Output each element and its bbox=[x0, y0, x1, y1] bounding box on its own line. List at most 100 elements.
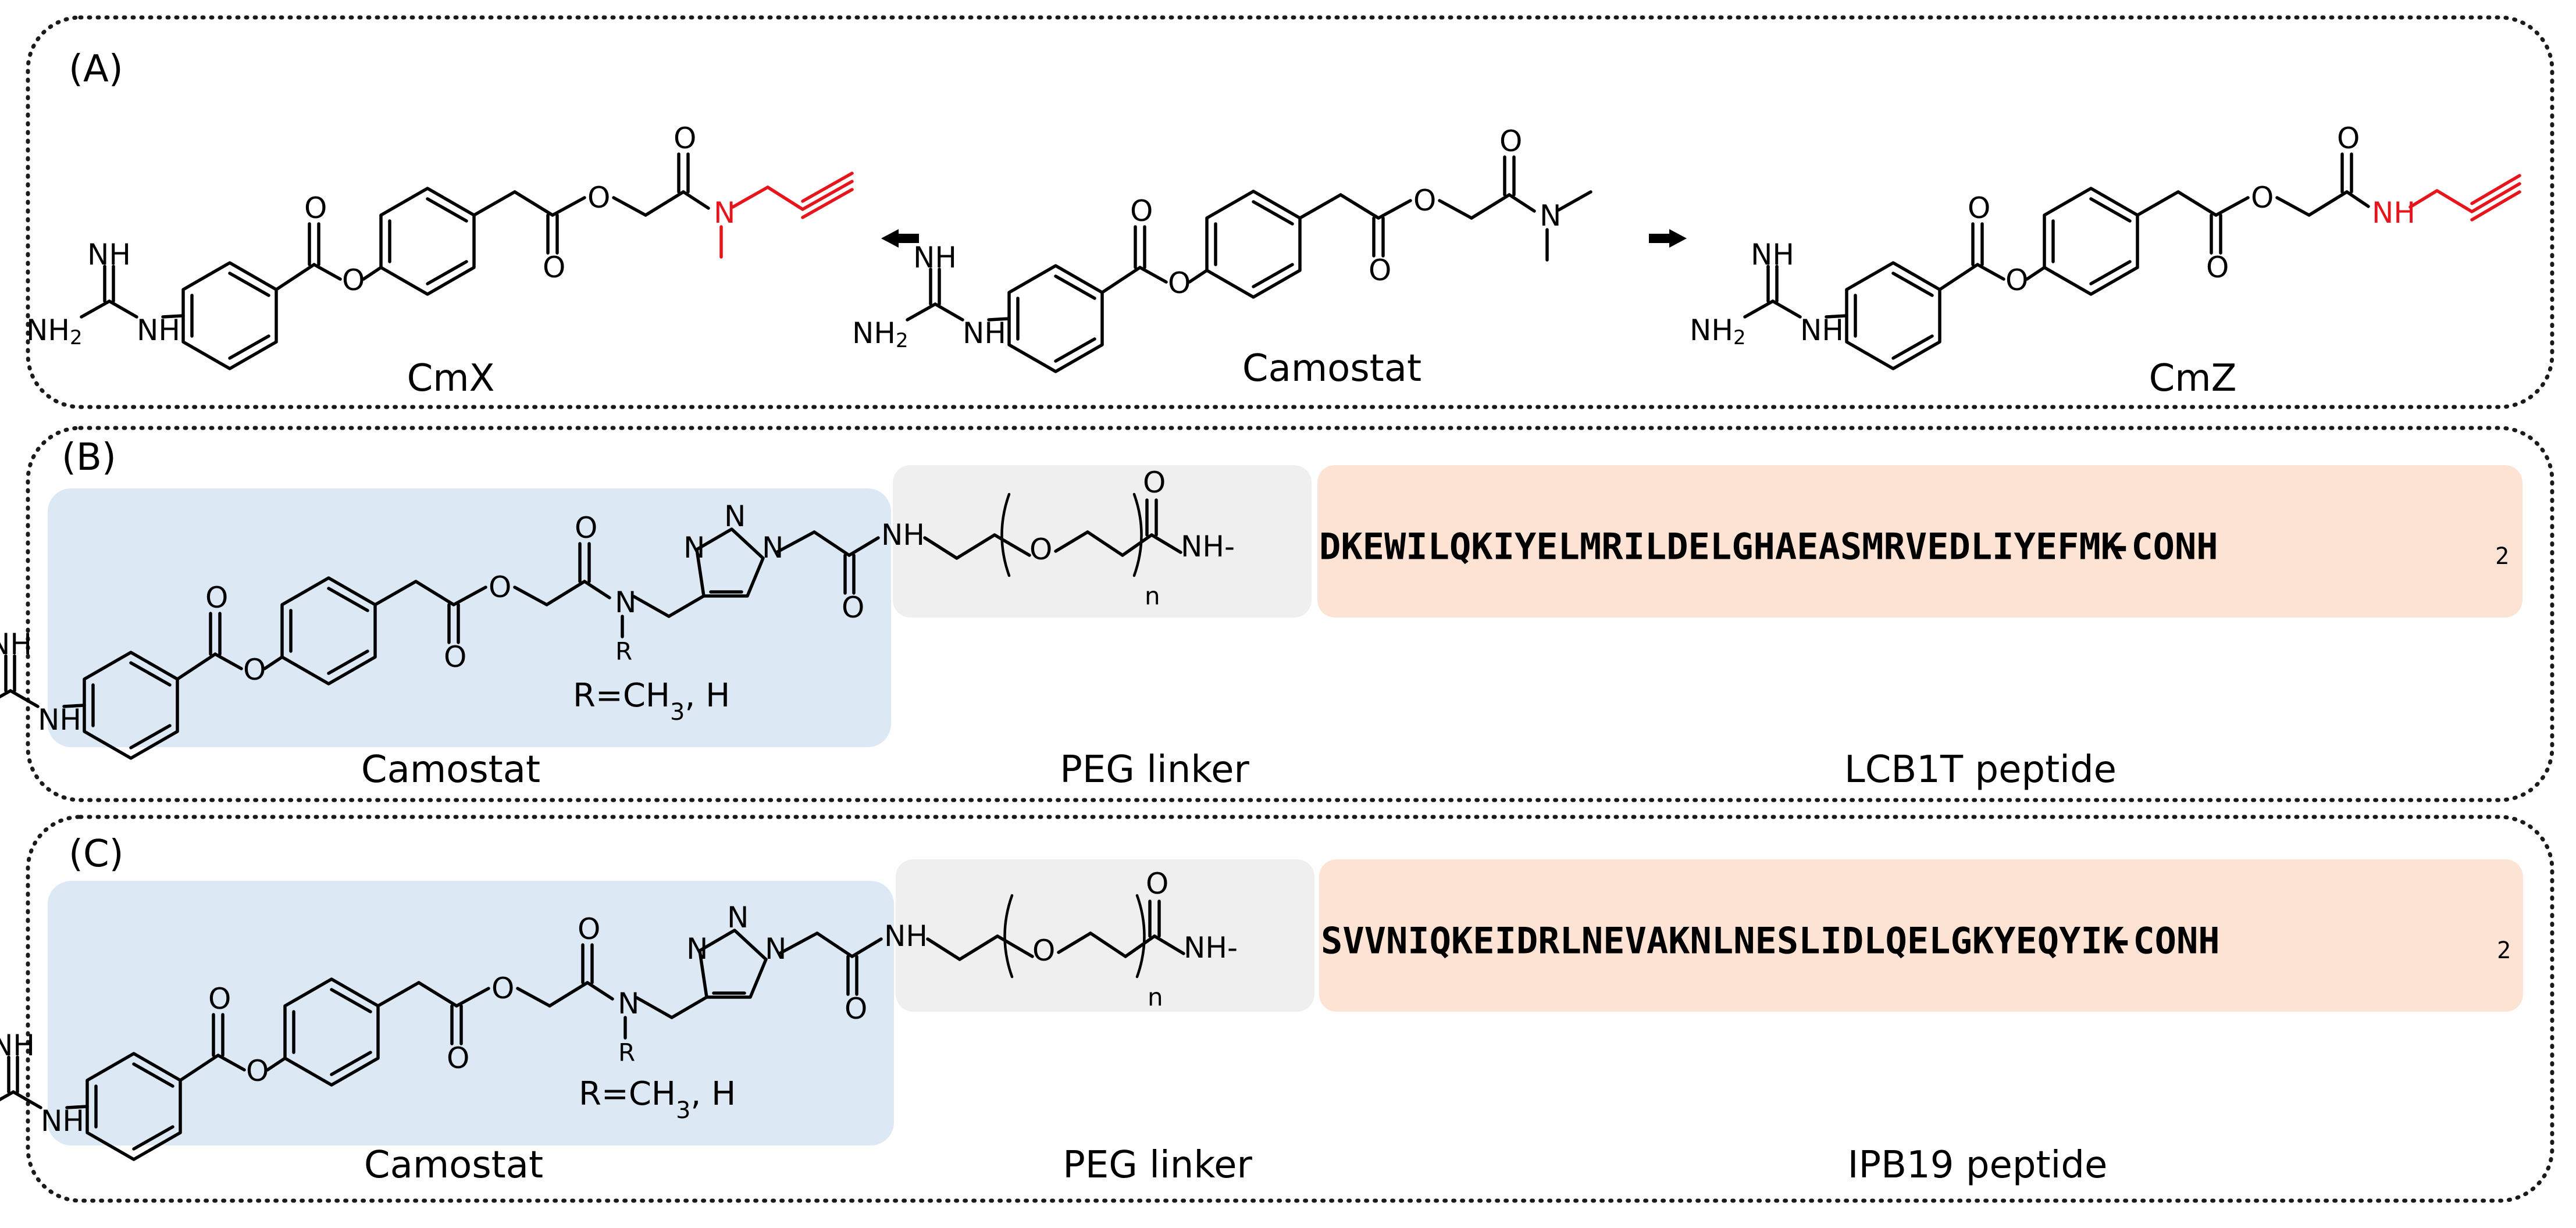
atom-amide-nh: NH bbox=[884, 919, 928, 953]
atom-amino-sub: 2 bbox=[1733, 326, 1746, 349]
atom-triazole-n: N bbox=[765, 932, 786, 966]
caption-cmz: CmZ bbox=[2149, 357, 2237, 400]
atom-n: N bbox=[1540, 199, 1561, 233]
peptide-region bbox=[1319, 859, 2523, 1012]
arrow-left-icon bbox=[881, 229, 919, 248]
atom-nh-modified: NH bbox=[2372, 196, 2415, 230]
atom-o: O bbox=[243, 653, 266, 687]
atom-o: O bbox=[2337, 122, 2360, 155]
panel-b: (B) NH NH 2 NH O O O O O N R N N N bbox=[0, 426, 2554, 802]
conjugate-c-structure: NH NH 2 NH O O O O O N R N N N O bbox=[0, 867, 1238, 1159]
caption-cmx: CmX bbox=[407, 357, 495, 400]
atom-o: O bbox=[842, 591, 864, 624]
atom-peg-o: O bbox=[1029, 533, 1052, 566]
region-label-camostat: Camostat bbox=[364, 1144, 543, 1187]
region-label-peg: PEG linker bbox=[1060, 748, 1249, 791]
atom-triazole-n: N bbox=[762, 531, 783, 565]
atom-o: O bbox=[246, 1054, 269, 1088]
atom-amino-sub: 2 bbox=[896, 329, 908, 352]
atom-linker-nh: NH- bbox=[1184, 931, 1238, 965]
camostat-region bbox=[48, 488, 891, 747]
panel-c-label: (C) bbox=[69, 833, 124, 876]
atom-o: O bbox=[2206, 251, 2229, 284]
atom-o: O bbox=[1146, 867, 1168, 901]
atom-peg-o: O bbox=[1032, 934, 1055, 968]
atom-amine: NH bbox=[1800, 313, 1844, 347]
atom-o: O bbox=[1369, 254, 1391, 287]
camostat-region bbox=[48, 881, 894, 1145]
region-label-peg: PEG linker bbox=[1063, 1144, 1252, 1187]
atom-triazole-n: N bbox=[724, 499, 746, 533]
peptide-cterminus: -CONH bbox=[2111, 920, 2220, 962]
atom-triazole-n: N bbox=[683, 531, 705, 565]
atom-amino: NH bbox=[1690, 313, 1733, 347]
peptide-cterminus: -CONH bbox=[2110, 526, 2218, 568]
atom-imine: NH bbox=[0, 1029, 35, 1062]
atom-o: O bbox=[1499, 124, 1522, 158]
atom-amine: NH bbox=[963, 316, 1006, 350]
atom-imine: NH bbox=[0, 627, 32, 661]
peptide-sequence-ipb19: SVVNIQKEIDRLNEVAKNLNESLIDLQELGKYEQYIK bbox=[1321, 920, 2125, 962]
panel-b-label: (B) bbox=[62, 436, 116, 479]
atom-o: O bbox=[1168, 266, 1191, 300]
cmz-structure: NH NH 2 NH O O O O O NH bbox=[1690, 122, 2521, 369]
atom-o: O bbox=[845, 992, 867, 1026]
panel-a-label: (A) bbox=[69, 48, 123, 91]
caption-camostat: Camostat bbox=[1242, 347, 1421, 390]
atom-amine: NH bbox=[41, 1104, 84, 1138]
conjugate-b-structure: NH NH 2 NH O O O O O N R N N N O bbox=[0, 466, 1235, 758]
atom-o: O bbox=[674, 122, 696, 155]
atom-linker-nh: NH- bbox=[1181, 530, 1235, 563]
atom-o: O bbox=[491, 972, 514, 1005]
atom-o: O bbox=[444, 640, 466, 674]
atom-o: O bbox=[587, 181, 610, 215]
atom-amine: NH bbox=[38, 703, 81, 737]
atom-n-modified: N bbox=[714, 196, 735, 230]
atom-n: N bbox=[615, 586, 636, 619]
panel-a: (A) NH NH 2 NH O O O O O N NH bbox=[26, 15, 2554, 409]
atom-amine: NH bbox=[137, 313, 180, 347]
atom-r: R bbox=[618, 1038, 635, 1067]
atom-imine: NH bbox=[913, 241, 957, 274]
peptide-cterminus-sub: 2 bbox=[2497, 937, 2511, 964]
region-label-peptide: IPB19 peptide bbox=[1848, 1144, 2108, 1187]
camostat-structure: NH NH 2 NH O O O O O N bbox=[852, 124, 1592, 372]
panel-b-border bbox=[26, 426, 2554, 802]
atom-o: O bbox=[2251, 181, 2274, 215]
atom-o: O bbox=[543, 251, 565, 284]
arrow-right-icon bbox=[1649, 229, 1687, 248]
atom-o: O bbox=[1143, 466, 1166, 499]
atom-o: O bbox=[208, 982, 231, 1016]
atom-amide-nh: NH bbox=[881, 518, 925, 552]
panel-a-border bbox=[26, 15, 2554, 409]
atom-amino: NH bbox=[26, 313, 70, 347]
peg-repeat-n: n bbox=[1145, 582, 1160, 611]
atom-amino: NH bbox=[852, 316, 896, 350]
atom-o: O bbox=[1413, 184, 1436, 217]
atom-triazole-n: N bbox=[686, 932, 708, 966]
region-label-peptide: LCB1T peptide bbox=[1844, 748, 2117, 791]
atom-triazole-n: N bbox=[727, 901, 749, 934]
atom-amino-sub: 2 bbox=[70, 326, 83, 349]
linker-region bbox=[896, 859, 1314, 1012]
atom-o: O bbox=[489, 570, 511, 604]
cmx-structure: NH NH 2 NH O O O O O N bbox=[26, 122, 854, 369]
atom-o: O bbox=[205, 581, 228, 615]
atom-o: O bbox=[447, 1041, 469, 1075]
atom-o: O bbox=[1968, 191, 1990, 225]
atom-o: O bbox=[304, 191, 327, 225]
panel-c: (C) NH NH 2 NH O O O O O N R N N N bbox=[0, 815, 2554, 1203]
atom-o: O bbox=[342, 263, 365, 297]
atom-o: O bbox=[1130, 194, 1153, 228]
atom-imine: NH bbox=[1751, 238, 1794, 272]
atom-o: O bbox=[2005, 263, 2028, 297]
atom-o: O bbox=[578, 912, 600, 946]
region-label-camostat: Camostat bbox=[361, 748, 540, 791]
atom-o: O bbox=[575, 511, 597, 545]
atom-r: R bbox=[615, 637, 632, 666]
peptide-region bbox=[1317, 465, 2522, 617]
atom-imine: NH bbox=[87, 238, 131, 272]
atom-n: N bbox=[618, 987, 639, 1020]
peptide-sequence-lcb1t: DKEWILQKIYELMRILDELGHAEASMRVEDLIYEFMK bbox=[1319, 526, 2123, 568]
